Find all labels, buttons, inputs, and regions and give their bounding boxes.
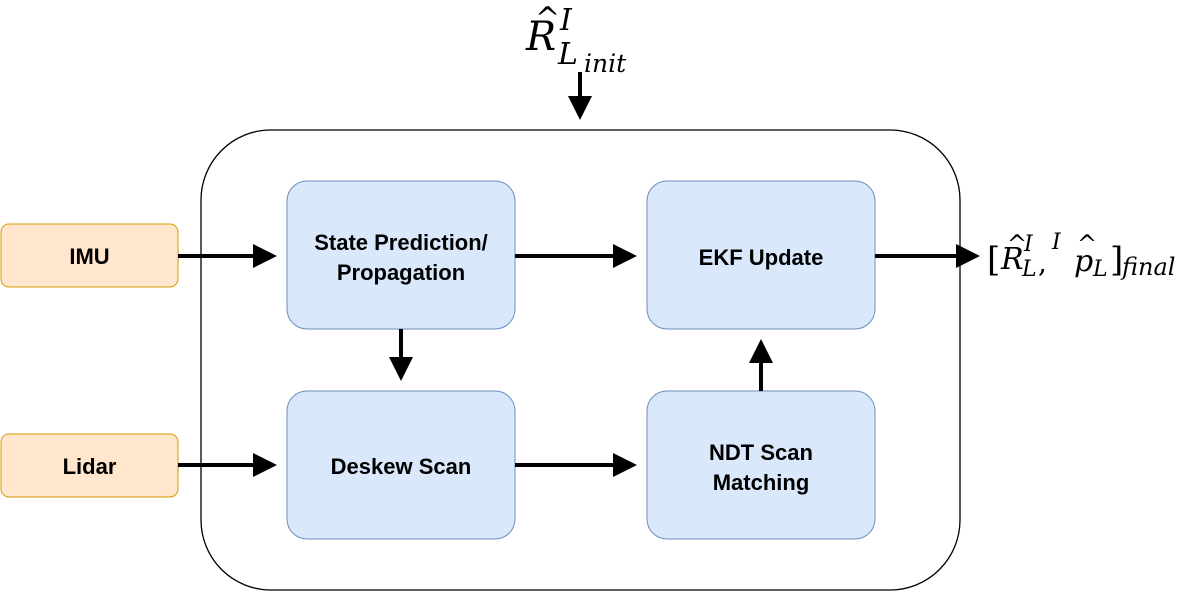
init-sub-subscript: init xyxy=(584,49,627,78)
deskew-scan-block: Deskew Scan xyxy=(286,390,516,540)
imu-input: IMU xyxy=(0,223,179,288)
final-p-presuperscript: I xyxy=(1051,230,1062,255)
init-hat-accent: ^ xyxy=(535,1,560,36)
lidar-input: Lidar xyxy=(0,433,179,498)
state-prediction-line1: State Prediction/ xyxy=(314,230,488,255)
init-superscript: I xyxy=(559,3,573,38)
ndt-matching-line2: Matching xyxy=(713,470,810,495)
final-symbol-r: R xyxy=(1000,242,1024,277)
init-symbol-r: R xyxy=(525,14,556,60)
ndt-matching-block: NDT Scan Matching xyxy=(646,390,876,540)
final-close-bracket: ] xyxy=(1110,240,1123,280)
final-p-hat: ^ xyxy=(1077,230,1097,258)
final-output-label: [ R ^ I L , I p ^ L ] final xyxy=(987,230,1175,282)
ekf-update-block: EKF Update xyxy=(646,180,876,330)
state-prediction-line2: Propagation xyxy=(337,260,465,285)
final-p-subscript: L xyxy=(1092,257,1108,282)
ndt-matching-line1: NDT Scan xyxy=(709,440,813,465)
ekf-update-label: EKF Update xyxy=(699,245,824,270)
final-r-hat: ^ xyxy=(1007,230,1027,258)
final-symbol-p: p xyxy=(1074,244,1093,279)
lidar-label: Lidar xyxy=(63,454,117,479)
final-comma: , xyxy=(1038,246,1047,279)
final-open-bracket: [ xyxy=(987,240,1000,280)
final-bracket-subscript: final xyxy=(1120,253,1175,281)
deskew-scan-label: Deskew Scan xyxy=(331,454,472,479)
imu-label: IMU xyxy=(69,244,109,269)
state-prediction-block: State Prediction/ Propagation xyxy=(286,180,516,330)
init-subscript: L xyxy=(557,37,578,72)
final-r-superscript: I xyxy=(1023,232,1034,257)
final-r-subscript: L xyxy=(1021,257,1037,282)
init-rotation-label: R ^ I L init xyxy=(525,1,627,78)
